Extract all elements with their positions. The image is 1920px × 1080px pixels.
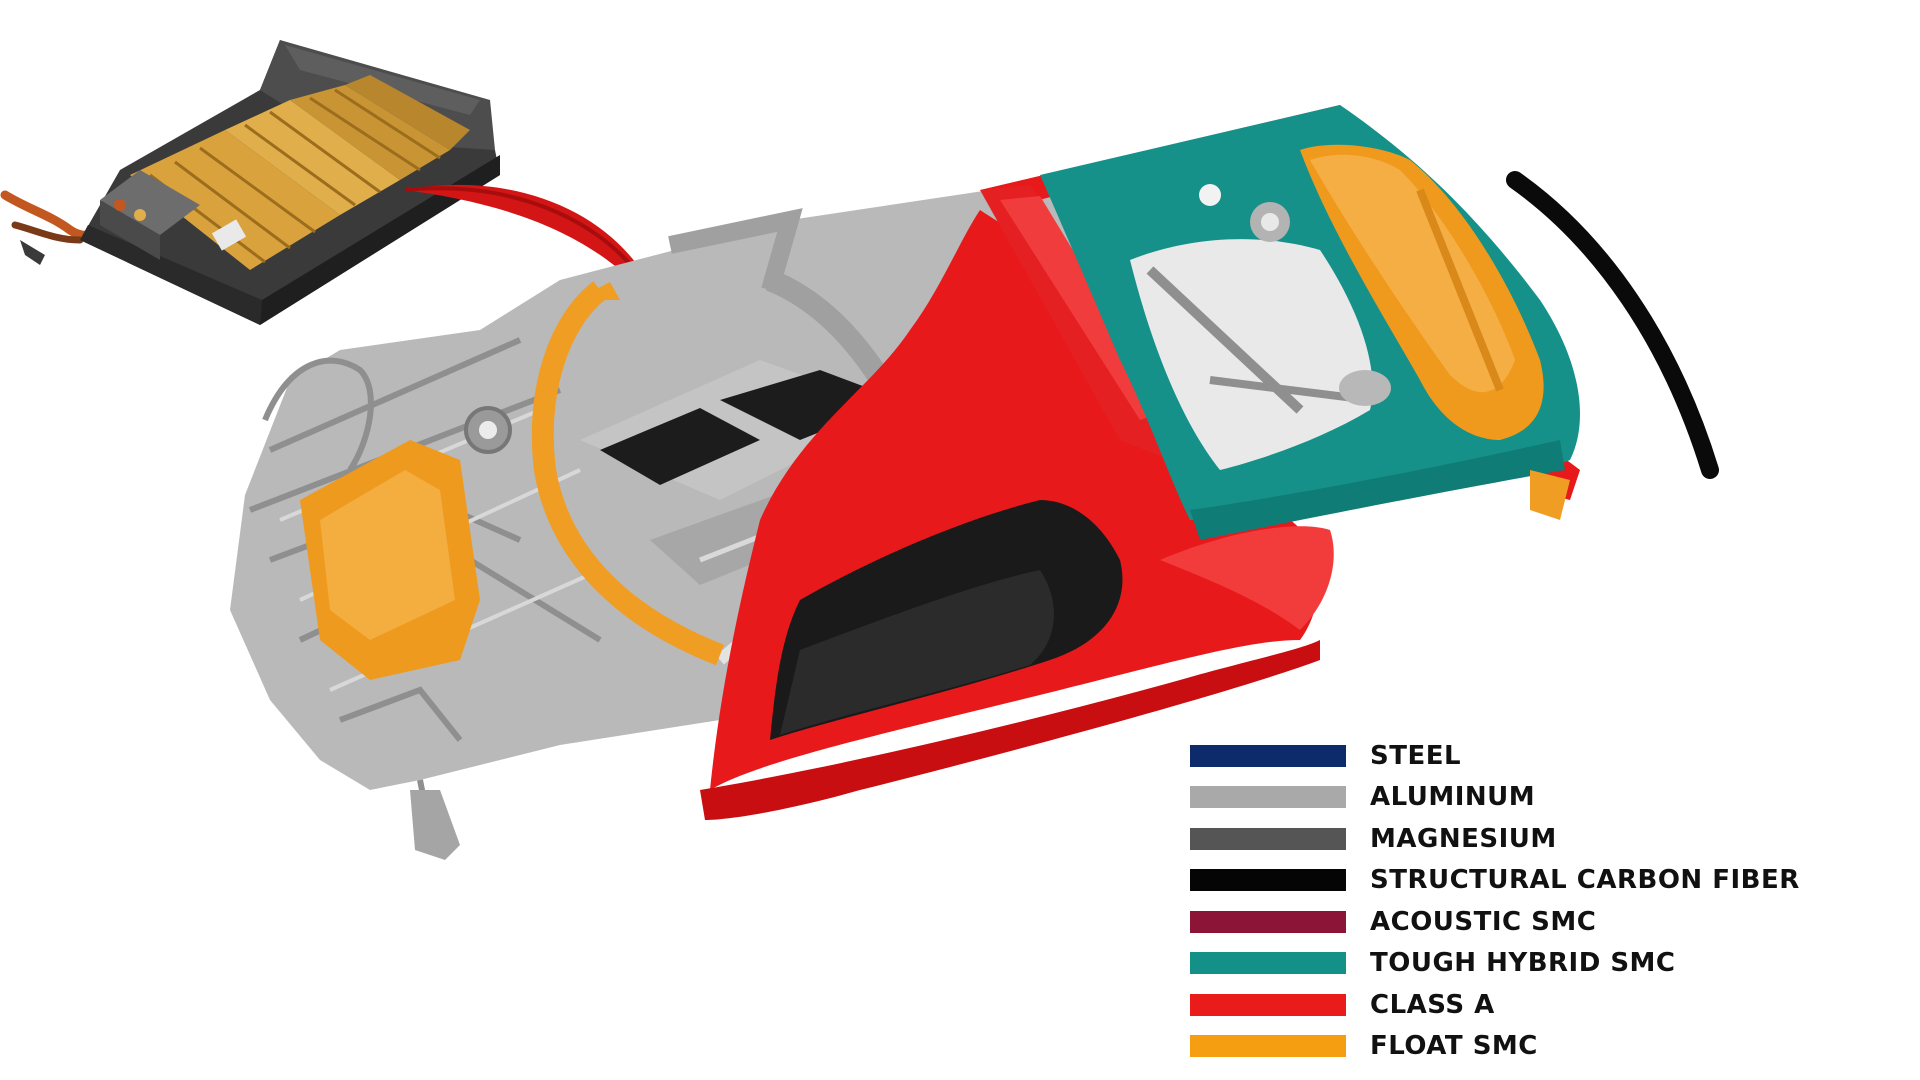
- legend-label: CLASS A: [1370, 989, 1495, 1020]
- legend-item: MAGNESIUM: [1190, 818, 1830, 860]
- legend-label: FLOAT SMC: [1370, 1031, 1538, 1062]
- legend-item: TOUGH HYBRID SMC: [1190, 943, 1830, 985]
- legend-swatch: [1190, 744, 1346, 767]
- legend-item: STRUCTURAL CARBON FIBER: [1190, 860, 1830, 902]
- legend-swatch: [1190, 993, 1346, 1016]
- legend-item: CLASS A: [1190, 984, 1830, 1026]
- legend-label: MAGNESIUM: [1370, 823, 1557, 854]
- legend-label: ACOUSTIC SMC: [1370, 906, 1597, 937]
- legend-swatch: [1190, 827, 1346, 850]
- legend-swatch: [1190, 910, 1346, 933]
- legend-label: TOUGH HYBRID SMC: [1370, 948, 1676, 979]
- material-legend: STEEL ALUMINUM MAGNESIUM STRUCTURAL CARBON …: [1190, 735, 1830, 1067]
- legend-item: FLOAT SMC: [1190, 1026, 1830, 1068]
- legend-item: STEEL: [1190, 735, 1830, 777]
- legend-swatch: [1190, 1035, 1346, 1058]
- rear-carbon-fiber-arc: [1506, 171, 1719, 479]
- legend-item: ALUMINUM: [1190, 777, 1830, 819]
- legend-swatch: [1190, 952, 1346, 975]
- legend-label: STRUCTURAL CARBON FIBER: [1370, 865, 1800, 896]
- battery-pack: [0, 40, 500, 325]
- legend-label: ALUMINUM: [1370, 782, 1536, 813]
- legend-swatch: [1190, 786, 1346, 809]
- legend-item: ACOUSTIC SMC: [1190, 901, 1830, 943]
- car-body-structure: [230, 105, 1580, 860]
- legend-label: STEEL: [1370, 740, 1462, 771]
- legend-swatch: [1190, 869, 1346, 892]
